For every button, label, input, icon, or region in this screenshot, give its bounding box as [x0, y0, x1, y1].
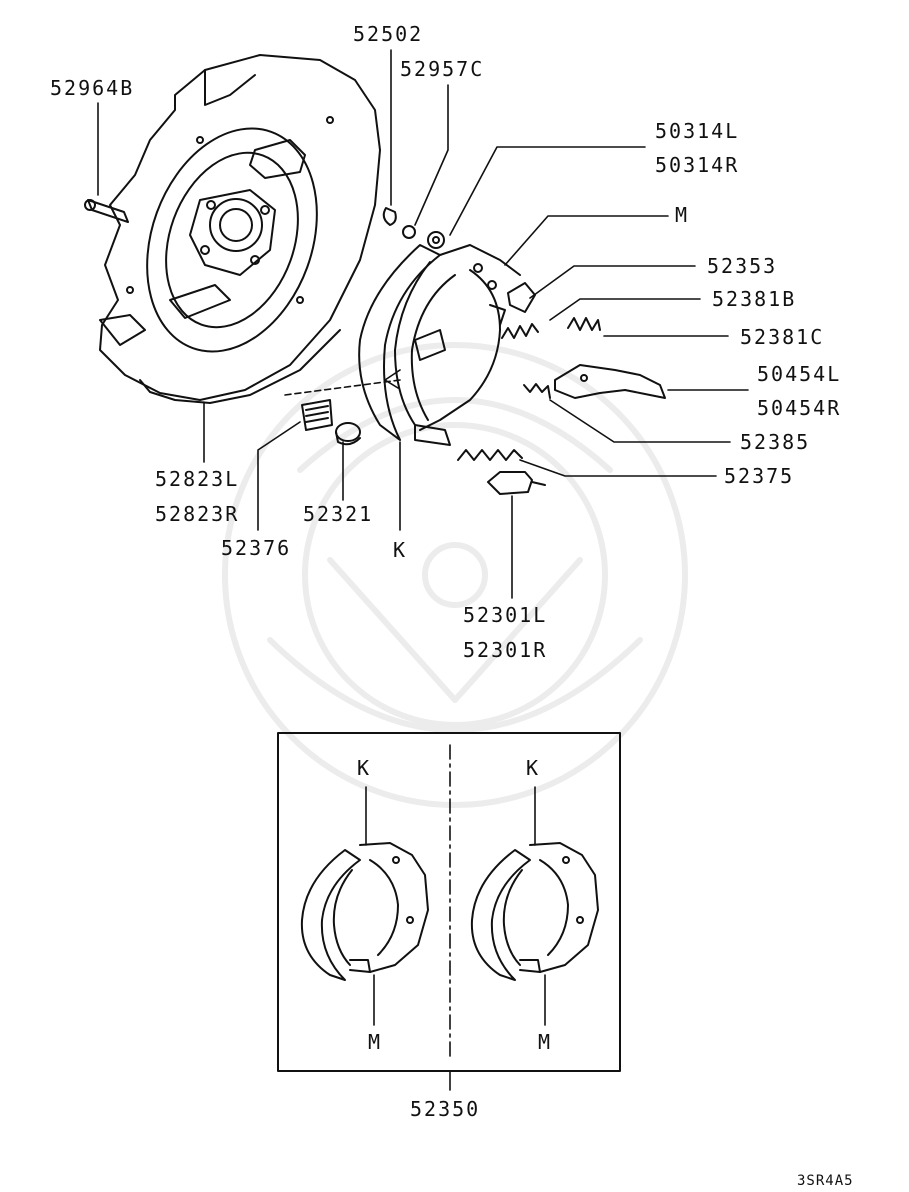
- leader-lines: [97, 49, 749, 599]
- label-52823r: 52823R: [155, 502, 240, 526]
- label-m-top: M: [675, 203, 690, 227]
- kit-shoes-right: [470, 786, 599, 1026]
- label-52301l: 52301L: [463, 603, 548, 627]
- parking-lever: [554, 364, 666, 399]
- label-52301r: 52301R: [463, 638, 548, 662]
- label-52375: 52375: [724, 464, 795, 488]
- label-52502: 52502: [353, 22, 424, 46]
- adjuster: [487, 471, 546, 495]
- watermark-logo: [222, 342, 688, 808]
- label-50314l: 50314L: [655, 119, 740, 143]
- label-k-right: K: [526, 756, 541, 780]
- label-52385: 52385: [740, 430, 811, 454]
- label-k-main: K: [393, 538, 408, 562]
- label-52964b: 52964B: [50, 76, 135, 100]
- label-52321: 52321: [303, 502, 374, 526]
- anchor-bolt: [84, 199, 129, 223]
- backing-plate: [99, 54, 381, 404]
- kit-shoes-left: [300, 786, 429, 1026]
- label-k-left: K: [357, 756, 372, 780]
- label-52823l: 52823L: [155, 467, 240, 491]
- brake-shoe-assembly: [358, 244, 536, 446]
- springs: [301, 317, 601, 461]
- cap: [335, 422, 361, 446]
- label-52957c: 52957C: [400, 57, 485, 81]
- label-50314r: 50314R: [655, 153, 740, 177]
- label-m-left: M: [368, 1030, 383, 1054]
- label-52353: 52353: [707, 254, 778, 278]
- label-52381c: 52381C: [740, 325, 825, 349]
- clips: [382, 207, 445, 249]
- label-m-right: M: [538, 1030, 553, 1054]
- label-52350: 52350: [410, 1097, 481, 1121]
- label-50454l: 50454L: [757, 362, 842, 386]
- diagram-code: 3SR4A5: [797, 1173, 854, 1189]
- label-52376: 52376: [221, 536, 292, 560]
- label-50454r: 50454R: [757, 396, 842, 420]
- label-52381b: 52381B: [712, 287, 797, 311]
- shoe-kit-box: [277, 732, 621, 1091]
